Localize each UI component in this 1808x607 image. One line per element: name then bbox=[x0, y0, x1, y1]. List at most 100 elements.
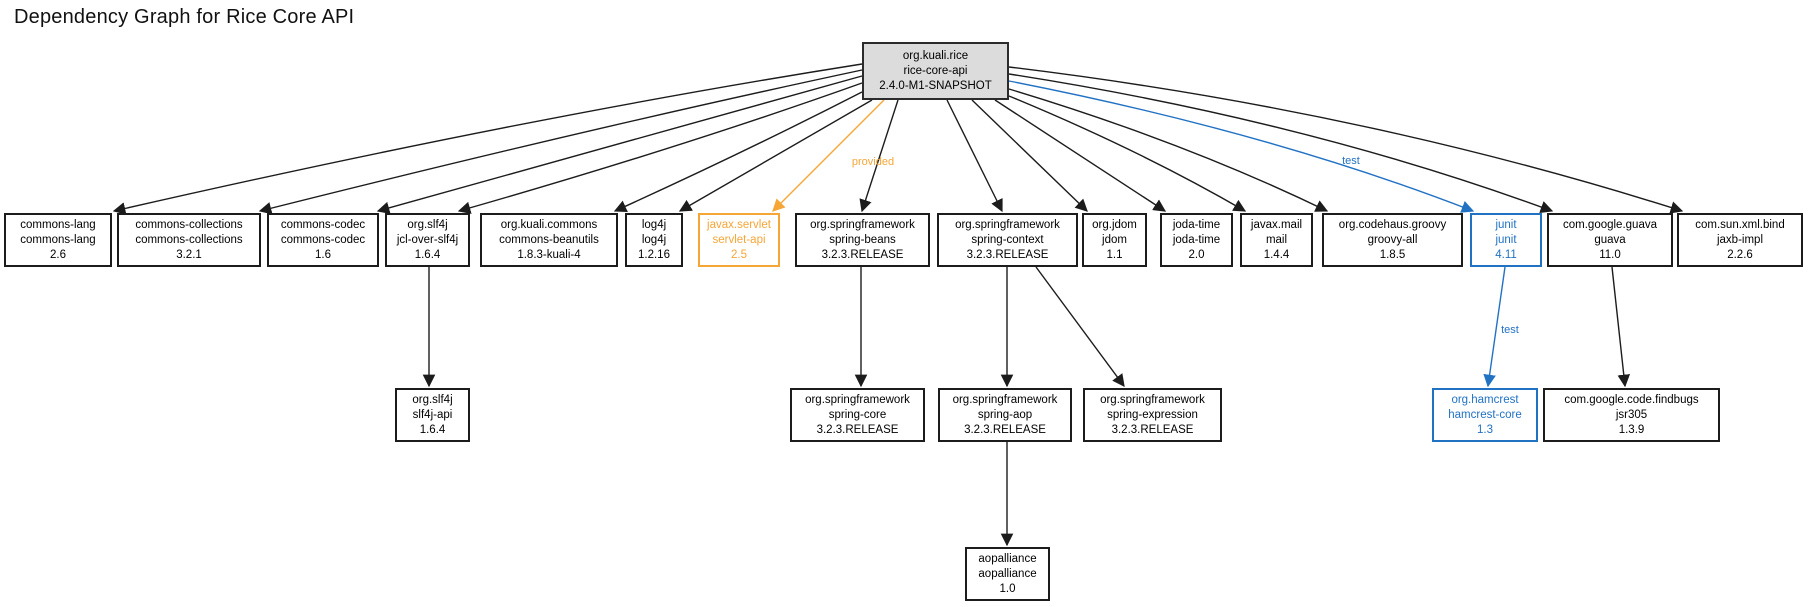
node-version: 3.2.3.RELEASE bbox=[1111, 423, 1194, 436]
edge-spring-context-to-spring-expression bbox=[1035, 266, 1125, 388]
edge-rice-core-api-to-jdom bbox=[971, 99, 1088, 212]
node-group: com.sun.xml.bind bbox=[1695, 218, 1785, 231]
node-group: org.codehaus.groovy bbox=[1338, 218, 1447, 231]
node-jcl-over-slf4j: org.slf4j jcl-over-slf4j 1.6.4 bbox=[385, 213, 470, 267]
node-version: 1.1 bbox=[1106, 248, 1123, 261]
node-version: 3.2.3.RELEASE bbox=[964, 423, 1046, 436]
node-spring-expression: org.springframework spring-expression 3.2.… bbox=[1083, 388, 1222, 442]
node-artifact: jsr305 bbox=[1615, 408, 1648, 421]
node-group: junit bbox=[1495, 218, 1517, 231]
node-group: commons-codec bbox=[280, 218, 366, 231]
node-version: 1.3 bbox=[1477, 423, 1493, 436]
node-hamcrest-core: org.hamcrest hamcrest-core 1.3 bbox=[1432, 388, 1538, 442]
node-version: 1.3.9 bbox=[1618, 423, 1645, 436]
node-group: org.springframework bbox=[952, 393, 1058, 406]
edge-paths bbox=[112, 63, 1684, 547]
node-group: commons-lang bbox=[20, 218, 96, 231]
node-guava: com.google.guava guava 11.0 bbox=[1547, 213, 1673, 267]
node-group: org.jdom bbox=[1092, 218, 1137, 231]
node-jsr305: com.google.code.findbugs jsr305 1.3.9 bbox=[1543, 388, 1720, 442]
node-group: log4j bbox=[641, 218, 667, 231]
node-group: org.hamcrest bbox=[1451, 393, 1519, 406]
node-artifact: jaxb-impl bbox=[1716, 233, 1763, 246]
edge-junit-to-hamcrest-core bbox=[1483, 266, 1506, 388]
node-version: 1.6.4 bbox=[419, 423, 446, 436]
node-version: 1.6.4 bbox=[414, 248, 441, 261]
edge-rice-core-api-to-spring-context bbox=[946, 99, 1003, 213]
node-version: 2.2.6 bbox=[1727, 248, 1753, 261]
node-artifact: spring-expression bbox=[1107, 408, 1198, 421]
edge-rice-core-api-to-commons-beanutils bbox=[613, 91, 863, 213]
graph-title: Dependency Graph for Rice Core API bbox=[14, 6, 355, 28]
node-group: org.springframework bbox=[955, 218, 1060, 231]
edge-scope-label: provided bbox=[852, 156, 894, 168]
edge-scope-label: test bbox=[1342, 155, 1360, 167]
node-group: joda-time bbox=[1172, 218, 1221, 231]
node-artifact: commons-codec bbox=[280, 233, 366, 246]
node-artifact: spring-aop bbox=[977, 408, 1033, 421]
node-group: com.google.guava bbox=[1563, 218, 1657, 231]
node-artifact: log4j bbox=[641, 233, 667, 246]
node-artifact: guava bbox=[1594, 233, 1626, 246]
node-version: 1.0 bbox=[999, 582, 1016, 595]
edge-rice-core-api-to-jaxb-impl bbox=[1008, 66, 1684, 214]
node-version: 1.8.5 bbox=[1379, 248, 1406, 261]
edge-rice-core-api-to-servlet-api bbox=[772, 99, 885, 212]
node-group: javax.servlet bbox=[707, 218, 771, 231]
node-artifact: joda-time bbox=[1172, 233, 1221, 246]
node-version: 1.6 bbox=[315, 248, 331, 261]
node-group: aopalliance bbox=[978, 552, 1037, 565]
node-artifact: spring-context bbox=[971, 233, 1044, 246]
node-group: org.springframework bbox=[805, 393, 910, 406]
node-spring-core: org.springframework spring-core 3.2.3.RELE… bbox=[790, 388, 925, 442]
node-version: 3.2.1 bbox=[176, 248, 202, 261]
node-version: 3.2.3.RELEASE bbox=[816, 423, 899, 436]
node-artifact: jcl-over-slf4j bbox=[396, 233, 459, 246]
edge-rice-core-api-to-log4j bbox=[678, 99, 873, 212]
node-artifact: rice-core-api bbox=[903, 64, 968, 77]
edge-scope-label: test bbox=[1501, 324, 1519, 336]
node-group: org.kuali.commons bbox=[500, 218, 598, 231]
node-version: 1.8.3-kuali-4 bbox=[517, 248, 581, 261]
node-artifact: commons-collections bbox=[135, 233, 243, 246]
node-jaxb-impl: com.sun.xml.bind jaxb-impl 2.2.6 bbox=[1677, 213, 1803, 267]
node-group: com.google.code.findbugs bbox=[1564, 393, 1699, 406]
edge-rice-core-api-to-guava bbox=[1008, 73, 1554, 213]
edge-rice-core-api-to-joda-time bbox=[994, 99, 1167, 212]
node-group: org.kuali.rice bbox=[902, 49, 969, 62]
node-artifact: groovy-all bbox=[1367, 233, 1418, 246]
node-mail: javax.mail mail 1.4.4 bbox=[1240, 213, 1313, 267]
node-version: 11.0 bbox=[1599, 248, 1621, 261]
node-version: 1.4.4 bbox=[1263, 248, 1290, 261]
node-group: javax.mail bbox=[1250, 218, 1303, 231]
edge-rice-core-api-to-junit bbox=[1008, 80, 1475, 213]
node-version: 2.6 bbox=[50, 248, 66, 261]
node-version: 3.2.3.RELEASE bbox=[821, 248, 904, 261]
node-version: 2.5 bbox=[731, 248, 747, 261]
node-group: org.slf4j bbox=[407, 218, 448, 231]
node-artifact: servlet-api bbox=[712, 233, 766, 246]
node-artifact: slf4j-api bbox=[412, 408, 453, 421]
node-version: 4.11 bbox=[1495, 248, 1517, 261]
node-artifact: hamcrest-core bbox=[1448, 408, 1522, 421]
node-groovy-all: org.codehaus.groovy groovy-all 1.8.5 bbox=[1322, 213, 1463, 267]
node-artifact: aopalliance bbox=[978, 567, 1037, 580]
edge-rice-core-api-to-mail bbox=[1008, 95, 1247, 212]
node-artifact: spring-core bbox=[828, 408, 887, 421]
node-artifact: mail bbox=[1265, 233, 1288, 246]
edge-rice-core-api-to-commons-lang bbox=[112, 63, 863, 215]
node-commons-codec: commons-codec commons-codec 1.6 bbox=[267, 213, 379, 267]
node-group: org.springframework bbox=[1100, 393, 1205, 406]
